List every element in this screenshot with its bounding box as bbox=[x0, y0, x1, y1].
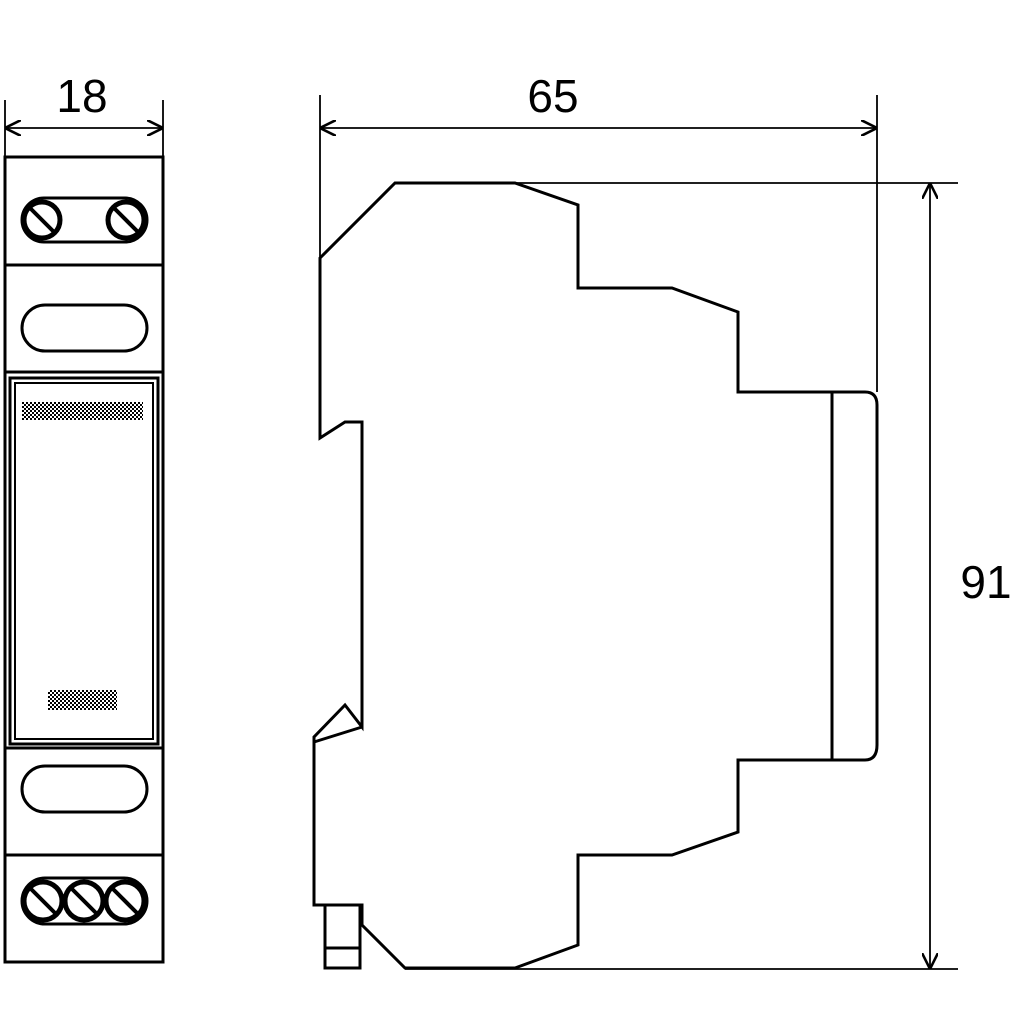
lower-slot bbox=[20, 764, 149, 814]
side-housing-outline bbox=[312, 181, 879, 970]
screw-icon bbox=[103, 879, 147, 923]
dimension-lines bbox=[4, 95, 958, 970]
front-view bbox=[3, 155, 165, 964]
screw-icon bbox=[21, 879, 65, 923]
front-panel-outer bbox=[8, 376, 160, 746]
depth-dimension-label: 65 bbox=[527, 70, 578, 122]
upper-slot bbox=[20, 303, 149, 353]
screw-icon bbox=[105, 199, 147, 241]
screw-icon bbox=[21, 199, 63, 241]
din-latch bbox=[323, 903, 362, 970]
front-panel-inner bbox=[14, 382, 154, 740]
width-dimension-label: 18 bbox=[56, 70, 107, 122]
label-hatch-bottom bbox=[48, 690, 117, 710]
din-clip-edge bbox=[313, 725, 363, 744]
height-dimension-label: 91 bbox=[960, 556, 1011, 608]
screw-icon bbox=[62, 879, 106, 923]
side-view bbox=[312, 181, 879, 970]
front-housing bbox=[3, 155, 165, 964]
label-hatch-top bbox=[22, 402, 143, 420]
